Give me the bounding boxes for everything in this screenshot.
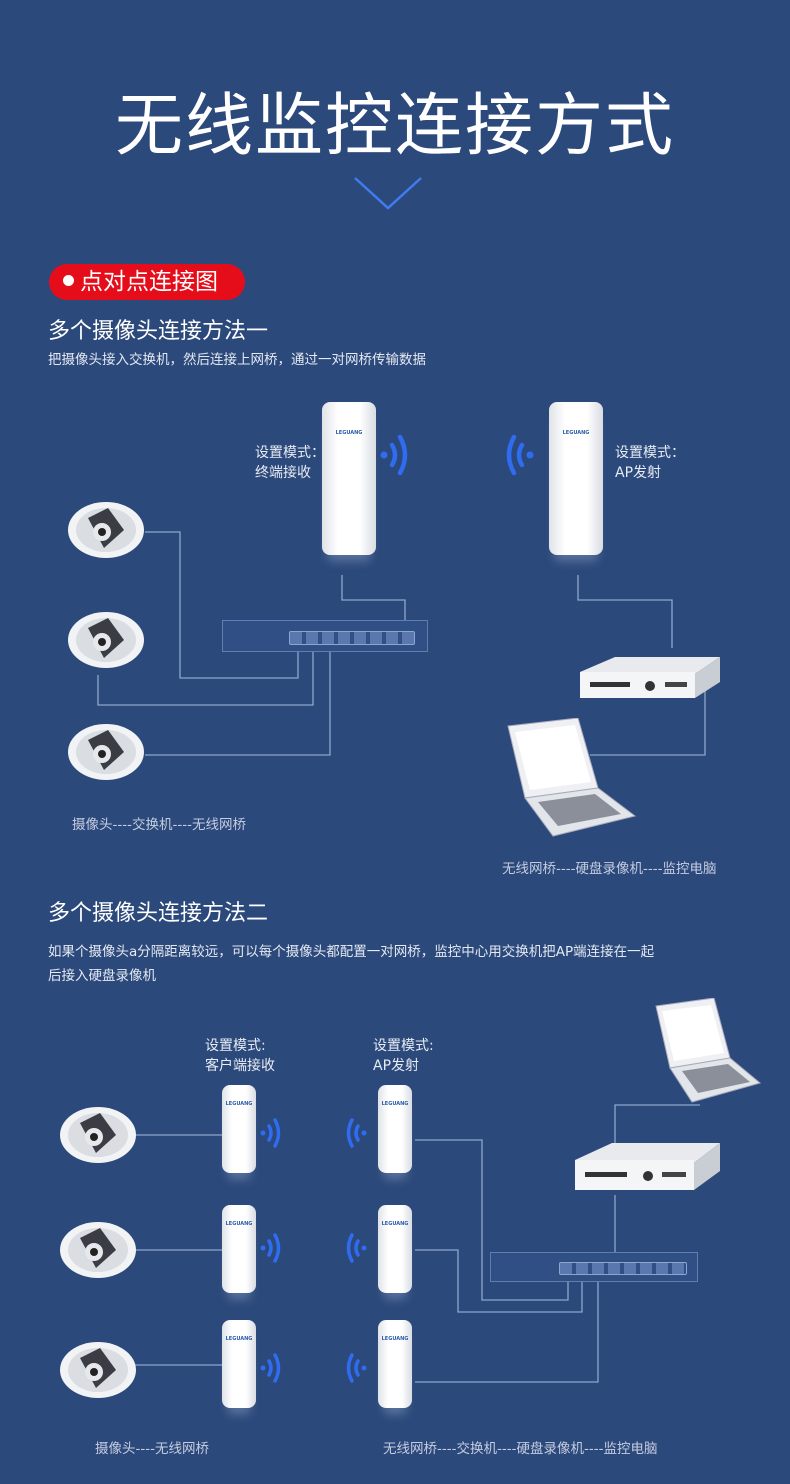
nvr-recorder <box>580 657 720 698</box>
caption-camera-bridge: 摄像头----无线网桥 <box>95 1441 209 1457</box>
dome-camera <box>68 502 144 558</box>
wireless-bridge: LEGUANG <box>378 1205 412 1293</box>
wireless-bridge: LEGUANG <box>222 1205 256 1293</box>
method2-desc: 如果个摄像头a分隔距离较远，可以每个摄像头都配置一对网桥，监控中心用交换机把AP… <box>48 944 655 984</box>
dome-camera <box>68 612 144 668</box>
wireless-bridge-ap: LEGUANG <box>549 402 603 555</box>
method2-heading: 多个摄像头连接方法二 <box>48 901 269 926</box>
caption-bridge-nvr-pc: 无线网桥----硬盘录像机----监控电脑 <box>502 861 717 877</box>
mode-label-right: 设置模式：AP发射 <box>615 445 685 481</box>
wireless-bridge-client: LEGUANG <box>322 402 376 555</box>
wifi-signal-icon <box>260 1118 281 1148</box>
chevron-down-icon <box>354 177 422 210</box>
network-switch <box>490 1252 698 1282</box>
brand-logo: LEGUANG <box>335 429 363 436</box>
mode-label-left: 设置模式：终端接收 <box>255 445 325 481</box>
wireless-bridge: LEGUANG <box>222 1320 256 1408</box>
network-switch <box>222 620 428 652</box>
caption-camera-switch-bridge: 摄像头----交换机----无线网桥 <box>72 817 246 833</box>
dome-camera <box>68 724 144 780</box>
wifi-signal-icon <box>260 1233 281 1263</box>
wifi-signal-icon <box>380 434 408 476</box>
dot-icon <box>63 275 74 286</box>
nvr-recorder <box>575 1143 720 1190</box>
brand-logo: LEGUANG <box>562 429 590 436</box>
wifi-signal-icon <box>346 1118 367 1148</box>
wireless-bridge: LEGUANG <box>378 1085 412 1173</box>
wifi-signal-icon <box>260 1353 281 1383</box>
caption-bridge-switch-nvr-pc: 无线网桥----交换机----硬盘录像机----监控电脑 <box>383 1441 658 1457</box>
wireless-bridge: LEGUANG <box>222 1085 256 1173</box>
wireless-bridge: LEGUANG <box>378 1320 412 1408</box>
wifi-signal-icon <box>506 434 534 476</box>
dome-camera <box>60 1342 136 1398</box>
mode-label-client: 设置模式:客户端接收 <box>205 1038 275 1074</box>
dome-camera <box>60 1222 136 1278</box>
method1-desc: 把摄像头接入交换机，然后连接上网桥，通过一对网桥传输数据 <box>48 352 426 368</box>
mode-label-ap: 设置模式:AP发射 <box>373 1038 434 1074</box>
section-badge: 点对点连接图 <box>49 264 245 300</box>
laptop-computer <box>507 718 637 837</box>
dome-camera <box>60 1107 136 1163</box>
page-title: 无线监控连接方式 <box>114 87 675 166</box>
wifi-signal-icon <box>346 1353 367 1383</box>
wifi-signal-icon <box>346 1233 367 1263</box>
badge-label: 点对点连接图 <box>80 269 218 295</box>
method1-heading: 多个摄像头连接方法一 <box>48 319 269 344</box>
laptop-computer <box>655 998 762 1103</box>
